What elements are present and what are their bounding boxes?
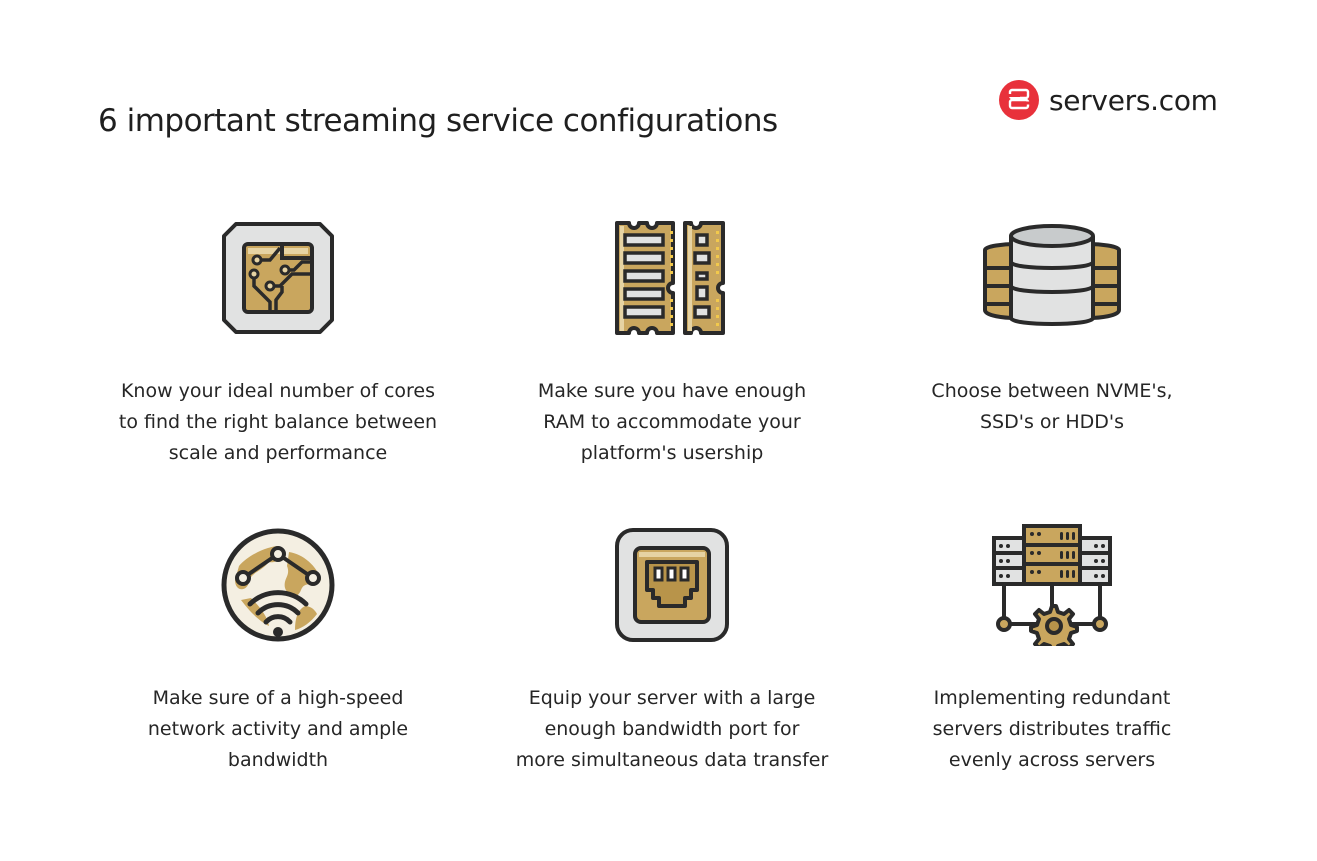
ram-memory-icon (492, 218, 852, 338)
config-description: Choose between NVME's,SSD's or HDD's (931, 380, 1173, 433)
brand-name: servers.com (1049, 83, 1218, 117)
global-network-wifi-icon (98, 525, 458, 645)
storage-disks-icon (872, 218, 1232, 338)
ethernet-port-icon (492, 525, 852, 645)
page-title: 6 important streaming service configurat… (98, 102, 778, 139)
redundant-servers-icon (872, 524, 1232, 646)
servers-logo-icon (999, 80, 1039, 120)
cpu-chip-icon (98, 218, 458, 338)
brand-logo[interactable]: servers.com (999, 80, 1218, 120)
config-card-storage: Choose between NVME's,SSD's or HDD's (872, 218, 1232, 438)
